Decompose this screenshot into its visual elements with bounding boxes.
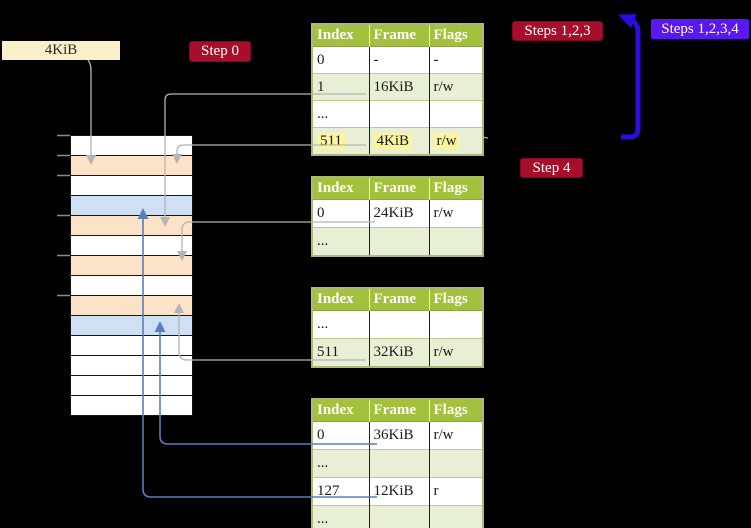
steps-1234-badge: Steps 1,2,3,4 bbox=[651, 19, 749, 39]
step4-badge: Step 4 bbox=[520, 158, 583, 178]
index-header: Index bbox=[312, 177, 369, 200]
table-row: ... bbox=[312, 227, 483, 256]
frame-header: Frame bbox=[368, 399, 429, 422]
highlighted-frame: 4KiB bbox=[373, 132, 413, 149]
memory-frame bbox=[71, 176, 192, 196]
frame-header: Frame bbox=[368, 24, 429, 47]
steps-123-badge: Steps 1,2,3 bbox=[512, 21, 603, 41]
flags-header: Flags bbox=[428, 288, 483, 311]
memory-frame bbox=[71, 136, 192, 156]
table-row-recursive-entry: 511 4KiB r/w bbox=[312, 127, 483, 155]
index-header: Index bbox=[312, 24, 369, 47]
table-row: ... bbox=[312, 505, 483, 528]
frame-header: Frame bbox=[368, 177, 429, 200]
table-row: 0-- bbox=[312, 46, 483, 74]
memory-frame bbox=[71, 156, 192, 176]
memory-frame bbox=[71, 336, 192, 356]
flags-header: Flags bbox=[428, 177, 483, 200]
table-header-row: Index Frame Flags bbox=[312, 288, 483, 311]
memory-frame bbox=[71, 316, 192, 336]
flags-header: Flags bbox=[428, 399, 483, 422]
memory-address-ticks bbox=[57, 134, 70, 297]
physical-memory-column bbox=[70, 135, 193, 416]
table-row: ... bbox=[312, 310, 483, 339]
frame-header: Frame bbox=[368, 288, 429, 311]
memory-frame bbox=[71, 376, 192, 396]
highlighted-flags: r/w bbox=[433, 132, 460, 149]
highlighted-index: 511 bbox=[317, 132, 345, 149]
memory-frame bbox=[71, 236, 192, 256]
table-row: ... bbox=[312, 100, 483, 128]
memory-frame bbox=[71, 196, 192, 216]
index-header: Index bbox=[312, 399, 369, 422]
index-header: Index bbox=[312, 288, 369, 311]
memory-frame bbox=[71, 296, 192, 316]
memory-frame bbox=[71, 276, 192, 296]
frame-address-label: 4KiB bbox=[2, 41, 120, 60]
memory-frame bbox=[71, 396, 192, 416]
memory-frame bbox=[71, 256, 192, 276]
memory-frame bbox=[71, 216, 192, 236]
recursive-loop-arrow bbox=[618, 14, 641, 140]
flags-header: Flags bbox=[428, 24, 483, 47]
table-header-row: Index Frame Flags bbox=[312, 24, 483, 47]
memory-frame bbox=[71, 356, 192, 376]
table-header-row: Index Frame Flags bbox=[312, 177, 483, 200]
table-header-row: Index Frame Flags bbox=[312, 399, 483, 422]
table-row: ... bbox=[312, 449, 483, 478]
step0-badge: Step 0 bbox=[189, 41, 251, 62]
